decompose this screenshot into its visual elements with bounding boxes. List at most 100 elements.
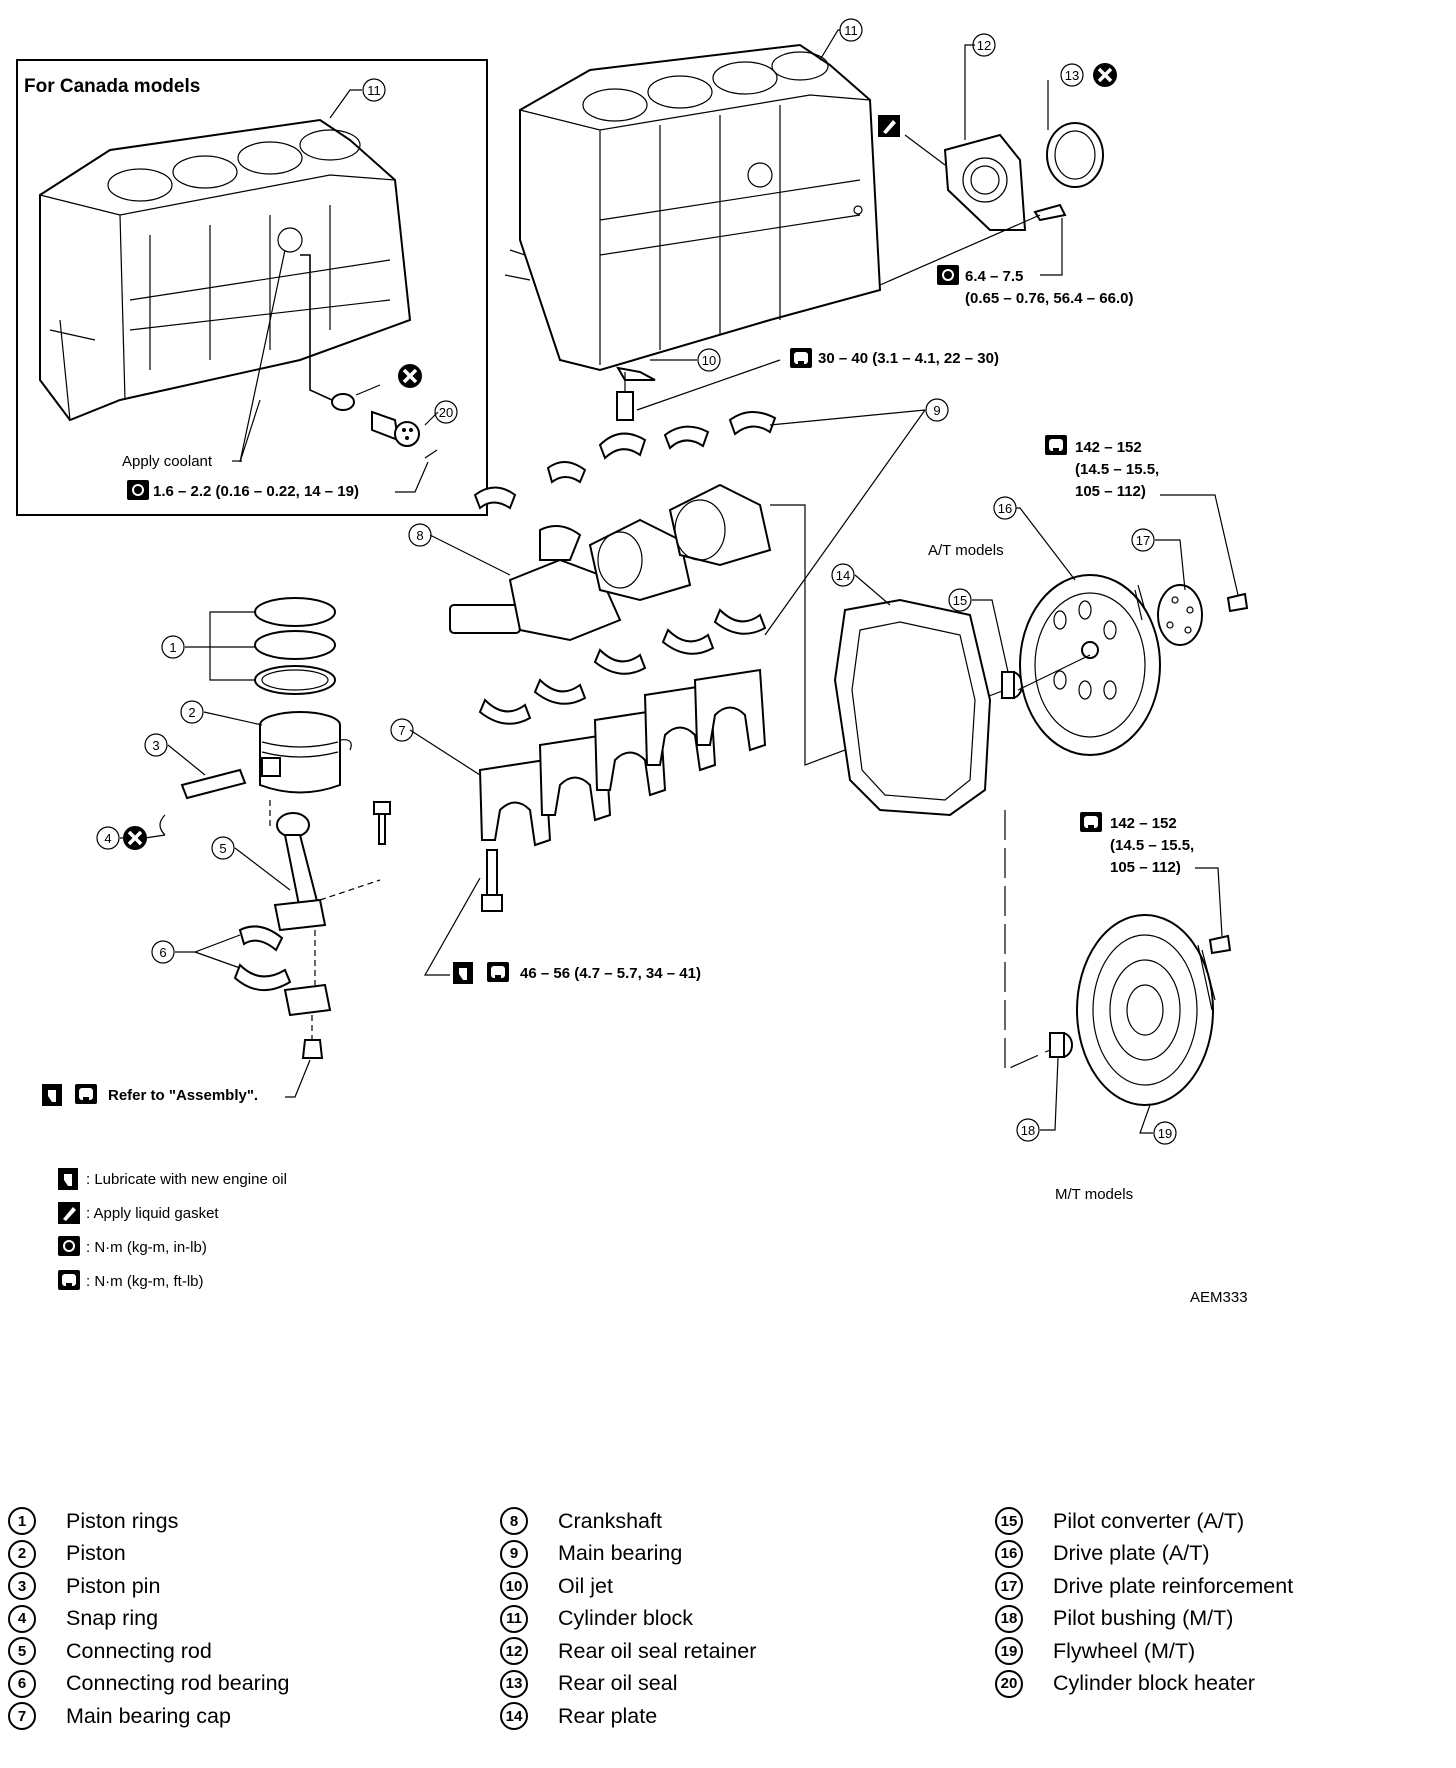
conrod-nut-note: Refer to "Assembly". (108, 1087, 258, 1104)
rear-oil-seal-retainer (943, 133, 1027, 231)
legend-item: 4 Snap ring (8, 1603, 290, 1636)
legend-name: Drive plate (A/T) (1053, 1541, 1210, 1566)
drive-plate-torque-1: 142 – 152 (1075, 439, 1142, 456)
main-cap-bolt-oil-icon (453, 962, 473, 984)
legend-item: 9 Main bearing (500, 1538, 756, 1571)
legend-name: Oil jet (558, 1573, 613, 1598)
main-bearing-caps (478, 668, 767, 847)
piston (259, 711, 341, 794)
main-bearings-lower (478, 608, 767, 725)
legend-number: 19 (995, 1637, 1023, 1666)
main-cap-bolt-torque: 46 – 56 (4.7 – 5.7, 34 – 41) (520, 965, 701, 982)
legend-number: 9 (500, 1539, 528, 1568)
drive-plate-reinforcement (1157, 584, 1203, 646)
retainer-torque-icon (937, 265, 959, 285)
callout-7: 7 (398, 723, 405, 738)
callout-16: 16 (998, 501, 1012, 516)
legend-number: 1 (8, 1507, 36, 1536)
flywheel-torque-icon (1080, 812, 1102, 832)
key-liquid-gasket-icon (58, 1202, 80, 1224)
legend-item: 5 Connecting rod (8, 1635, 290, 1668)
legend-name: Connecting rod bearing (66, 1671, 290, 1696)
callout-4: 4 (104, 831, 111, 846)
figure-id: AEM333 (1190, 1289, 1248, 1306)
key-lubricate-text: : Lubricate with new engine oil (86, 1171, 287, 1188)
flywheel-bolt (1208, 934, 1232, 955)
legend-name: Rear oil seal (558, 1671, 678, 1696)
legend-number: 17 (995, 1572, 1023, 1601)
legend-number: 6 (8, 1669, 36, 1698)
callout-18: 18 (1021, 1123, 1035, 1138)
inset-o-ring (331, 393, 355, 411)
legend-name: Rear oil seal retainer (558, 1638, 757, 1663)
callout-8: 8 (416, 528, 423, 543)
legend-number: 18 (995, 1604, 1023, 1633)
flywheel-torque-1: 142 – 152 (1110, 815, 1177, 832)
conrod-nut-torque-icon (75, 1084, 97, 1104)
legend-number: 7 (8, 1702, 36, 1731)
legend-item: 1 Piston rings (8, 1505, 290, 1538)
legend-number: 5 (8, 1637, 36, 1666)
callout-1: 1 (169, 640, 176, 655)
canada-models-inset: For Canada models Apply c (16, 59, 488, 516)
key-in-lb-text: : N·m (kg-m, in-lb) (86, 1239, 207, 1256)
legend-name: Cylinder block (558, 1606, 694, 1631)
legend-number: 4 (8, 1604, 36, 1633)
legend-name: Pilot converter (A/T) (1053, 1508, 1245, 1533)
inset-block-heater (371, 410, 438, 459)
piston-rings (254, 597, 336, 695)
drive-plate-torque-3: 105 – 112) (1075, 483, 1146, 500)
legend-name: Snap ring (66, 1606, 159, 1631)
callout-13: 13 (1065, 68, 1079, 83)
legend-name: Flywheel (M/T) (1053, 1638, 1196, 1663)
connecting-rod-bearings (233, 925, 292, 991)
callout-17: 17 (1136, 533, 1150, 548)
retainer-bolt (1033, 203, 1067, 222)
legend-name: Crankshaft (558, 1508, 662, 1533)
retainer-torque-1: 6.4 – 7.5 (965, 268, 1023, 285)
inset-torque-wrench-filled-icon (127, 480, 149, 500)
main-cap-bolt-torque-icon (487, 962, 509, 982)
legend-number: 13 (500, 1669, 528, 1698)
pilot-bushing (1049, 1032, 1073, 1058)
main-cap-bolt (481, 849, 503, 912)
mt-models-label: M/T models (1055, 1186, 1133, 1203)
legend-number: 12 (500, 1637, 528, 1666)
legend-item: 12 Rear oil seal retainer (500, 1635, 756, 1668)
pilot-converter (1001, 671, 1023, 699)
drive-plate-torque-icon (1045, 435, 1067, 455)
legend-item: 18 Pilot bushing (M/T) (995, 1603, 1293, 1636)
drive-plate-torque-2: (14.5 – 15.5, (1075, 461, 1159, 478)
callout-11: 11 (844, 23, 858, 38)
key-torque-wrench-filled-icon (58, 1236, 80, 1256)
conrod-nut (301, 1039, 324, 1059)
at-models-label: A/T models (928, 542, 1004, 559)
apply-coolant-label: Apply coolant (122, 453, 213, 470)
legend-name: Connecting rod (66, 1638, 212, 1663)
main-cylinder-block (504, 43, 882, 372)
inset-o-ring-replace-icon (396, 362, 424, 390)
callout-19: 19 (1158, 1126, 1172, 1141)
legend-name: Main bearing (558, 1541, 683, 1566)
callout-3: 3 (152, 738, 159, 753)
drive-plate-bolt (1226, 592, 1249, 613)
callout-20: 20 (439, 405, 453, 420)
key-torque-wrench-outline-icon (58, 1270, 80, 1290)
legend-name: Piston (66, 1541, 126, 1566)
legend-name: Pilot bushing (M/T) (1053, 1606, 1234, 1631)
legend-name: Piston rings (66, 1508, 179, 1533)
callout-12: 12 (977, 38, 991, 53)
key-gasket-text: : Apply liquid gasket (86, 1205, 219, 1222)
legend-number: 3 (8, 1572, 36, 1601)
symbol-key: : Lubricate with new engine oil : Apply … (58, 1168, 287, 1290)
oil-jet-torque-icon (790, 348, 812, 368)
conrod-bolt (373, 801, 391, 845)
